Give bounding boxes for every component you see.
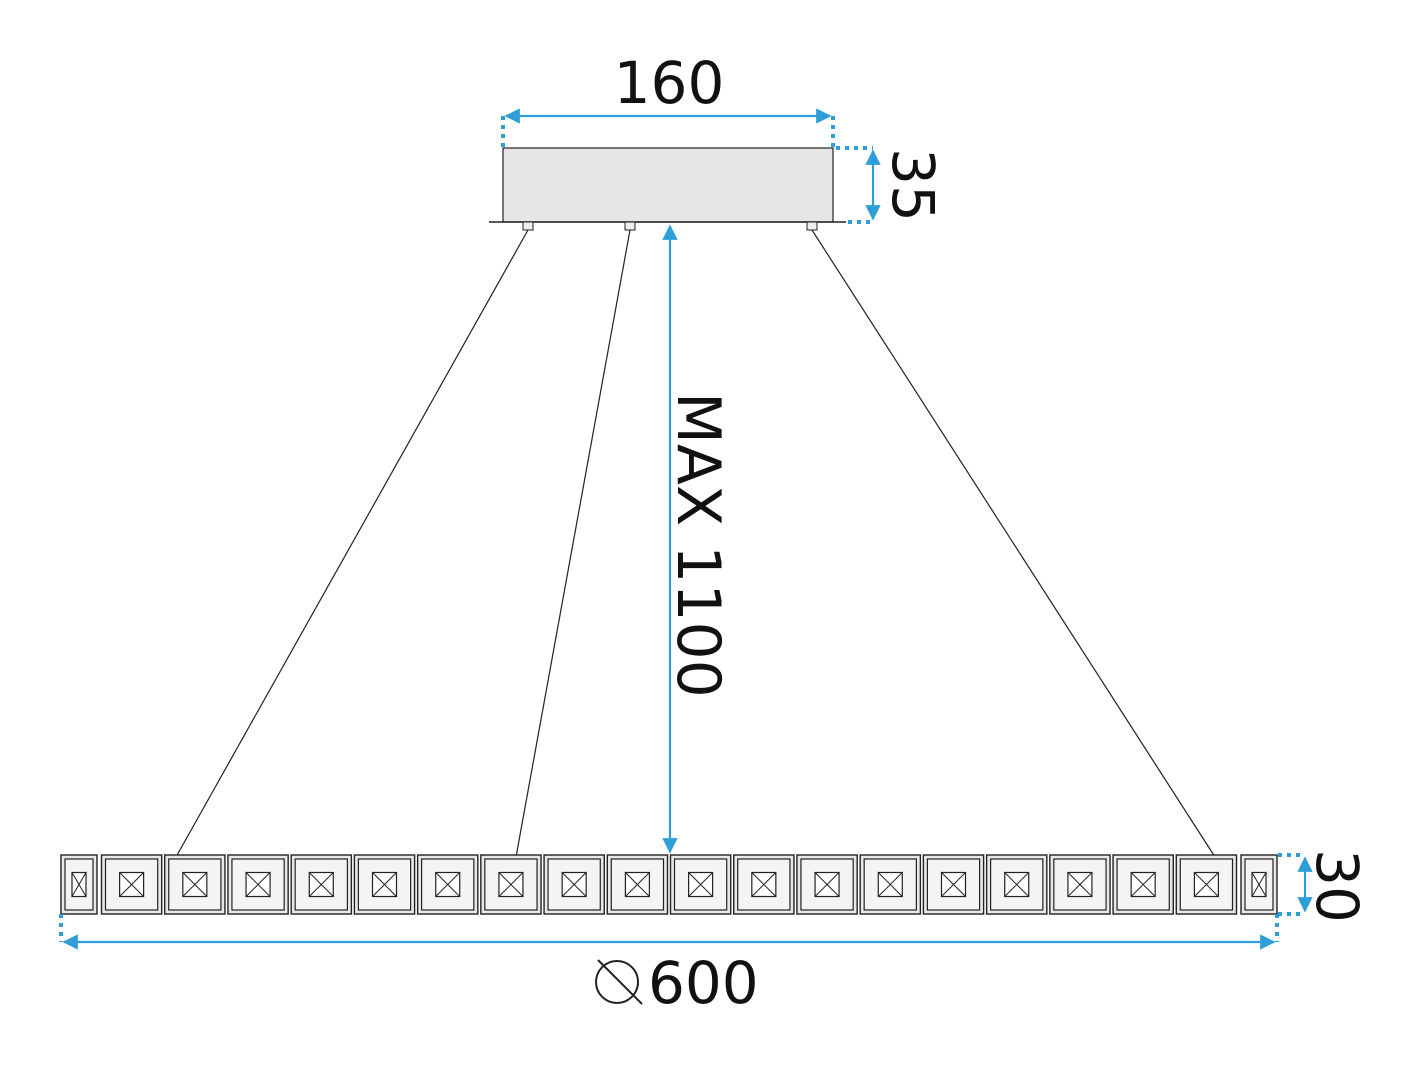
ring-segment [1112,854,1174,915]
max-drop-label: MAX 1100 [663,392,733,698]
ring-segment [227,854,289,915]
ring-segment [1049,854,1111,915]
cable-middle [515,229,631,858]
cable-clamp-middle [624,221,636,231]
ring-segment [1240,854,1278,915]
ring-segment [100,854,163,915]
ring-segment [353,854,416,915]
ring-segment [985,854,1048,915]
crystal-ring [60,854,1278,915]
ring-segment [543,854,605,915]
ring-segment [290,854,353,915]
ring-segment [669,854,732,915]
dimension-ring-height: 30 [1278,849,1371,923]
canopy-width-label: 160 [614,49,725,117]
canopy-height-label: 35 [879,148,947,222]
ring-diameter-label: 600 [648,949,759,1017]
dimension-canopy-width: 160 [501,49,835,148]
ring-segment [922,854,985,915]
dimension-max-drop: MAX 1100 [662,224,733,854]
ring-segment [859,854,922,915]
ring-segment [480,854,542,915]
dimension-ring-diameter: 600 [59,914,1279,1017]
ring-segment [1175,854,1238,915]
cable-right [811,229,1216,858]
cable-clamp-left [522,221,534,231]
ring-segment [606,854,669,915]
dimension-canopy-height: 35 [836,146,947,224]
canopy [489,147,846,231]
suspension-cables [175,229,1216,858]
ring-height-label: 30 [1303,849,1371,923]
ring-segment [733,854,795,915]
canopy-body [502,147,834,223]
ring-segment [164,854,226,915]
ring-segment [416,854,479,915]
cable-left [175,229,529,858]
ring-segment [60,854,98,915]
cable-clamp-right [806,221,818,231]
diameter-symbol-icon [595,959,643,1005]
ring-segment [796,854,858,915]
